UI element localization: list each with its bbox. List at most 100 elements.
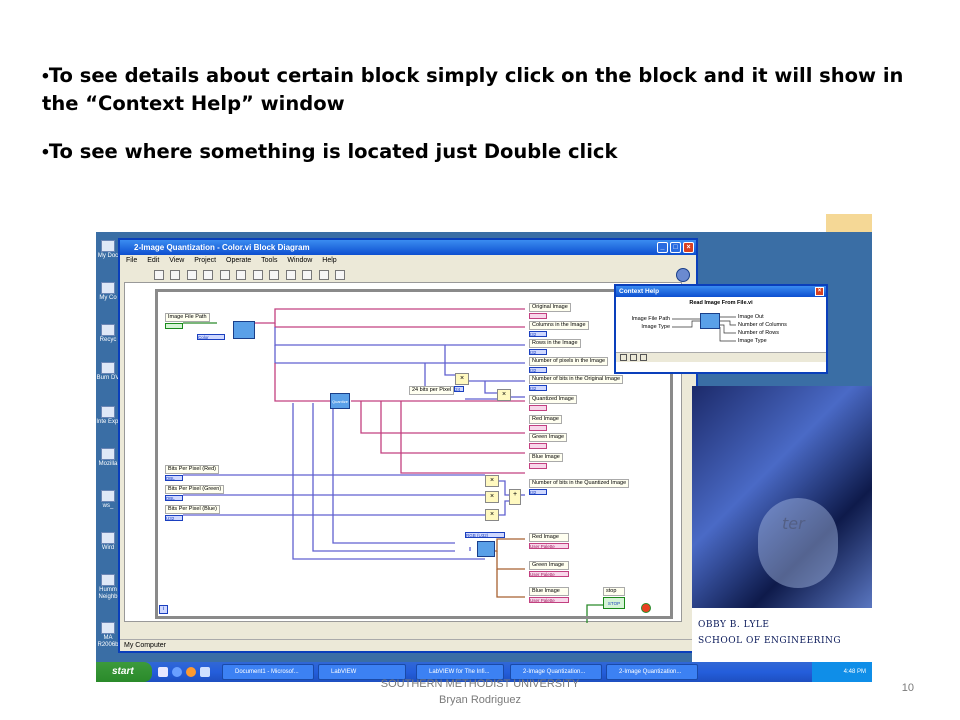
help-icon[interactable] — [640, 354, 647, 361]
quick-launch-icon[interactable] — [200, 667, 210, 677]
rgb-enum-control[interactable]: RGB (U32) — [465, 531, 505, 539]
u32-terminal[interactable]: U32 — [165, 515, 183, 521]
image-file-path-control[interactable]: Image File Path — [165, 313, 210, 331]
menu-project[interactable]: Project — [194, 257, 217, 264]
quick-launch-icon[interactable] — [186, 667, 196, 677]
close-button[interactable]: × — [815, 287, 824, 296]
menu-operate[interactable]: Operate — [226, 257, 252, 264]
pause-icon[interactable] — [203, 270, 214, 280]
output-indicator[interactable]: Quantized Image — [529, 395, 577, 413]
desktop-icon[interactable]: Mozilla — [96, 448, 120, 468]
i32-terminal[interactable]: I32 — [529, 489, 547, 495]
maximize-button[interactable]: □ — [670, 242, 681, 253]
desktop-icon[interactable]: Burn DV — [96, 362, 120, 382]
stop-button[interactable]: STOP — [603, 597, 625, 609]
distribute-icon[interactable] — [334, 270, 345, 280]
block-diagram[interactable]: Image File Path Color Bits Per Pixel (Re… — [124, 282, 682, 623]
menu-file[interactable]: File — [126, 257, 138, 264]
menu-tools[interactable]: Tools — [261, 257, 278, 264]
start-button[interactable]: start — [96, 662, 152, 682]
run-arrow-icon[interactable] — [154, 270, 164, 280]
link-icon[interactable] — [630, 354, 637, 361]
context-help-titlebar[interactable]: Context Help× — [616, 286, 826, 297]
multiply-node[interactable]: × — [455, 373, 469, 385]
menu-help[interactable]: Help — [322, 257, 337, 264]
rgb-enum-terminal[interactable]: RGB (U32) — [465, 532, 505, 538]
multiply-node[interactable]: × — [485, 475, 499, 487]
color-enum-terminal[interactable]: Color — [197, 334, 225, 340]
output-indicator[interactable]: Red Image — [529, 415, 562, 433]
output-indicator[interactable]: Original Image — [529, 303, 571, 321]
desktop-icon[interactable]: MA R2006b — [96, 622, 120, 649]
bits-green-control[interactable]: Bits Per Pixel (Green)DBL — [165, 485, 225, 502]
menu-window[interactable]: Window — [287, 257, 313, 264]
bits-blue-control[interactable]: Bits Per Pixel (Blue)U32 — [165, 505, 220, 522]
compound-add-node[interactable]: + — [509, 489, 521, 505]
quick-launch-icon[interactable] — [158, 667, 168, 677]
color-enum-control[interactable]: Color — [197, 333, 225, 341]
menu-edit[interactable]: Edit — [147, 257, 160, 264]
step-out-icon[interactable] — [285, 270, 296, 280]
clock[interactable]: 4:48 PM — [843, 669, 866, 675]
i32-terminal[interactable]: I32 — [529, 367, 547, 373]
minimize-button[interactable]: _ — [657, 242, 668, 253]
palette-terminal[interactable]: User Palette — [529, 543, 569, 549]
desktop-icon[interactable]: Wird — [96, 532, 120, 552]
desktop-icon[interactable]: My Co — [96, 282, 120, 302]
desktop-icon[interactable]: My Doc — [96, 240, 120, 260]
image-terminal[interactable] — [529, 313, 547, 319]
output-indicator[interactable]: Green Image — [529, 433, 568, 451]
abort-icon[interactable] — [186, 270, 197, 280]
loop-iteration-icon[interactable]: i — [159, 605, 168, 614]
desktop-icon[interactable]: Humm Neighb — [96, 574, 120, 601]
desktop-icon[interactable]: Recyc — [96, 324, 120, 344]
dbl-terminal[interactable]: DBL — [165, 475, 183, 481]
menu-view[interactable]: View — [169, 257, 185, 264]
while-loop-frame[interactable] — [155, 289, 673, 619]
output-indicator[interactable]: Blue Image — [529, 453, 563, 471]
read-image-node[interactable] — [233, 321, 255, 339]
palette-terminal[interactable]: User Palette — [529, 571, 569, 577]
constant-value[interactable]: 24 — [454, 386, 465, 392]
palette-terminal[interactable]: User Palette — [529, 597, 569, 603]
desktop-icon[interactable]: ws_ — [96, 490, 120, 510]
multiply-node[interactable]: × — [485, 491, 499, 503]
bits-red-control[interactable]: Bits Per Pixel (Red)DBL — [165, 465, 219, 482]
run-continuously-icon[interactable] — [170, 270, 181, 280]
desktop-icon[interactable]: Inte Expl — [96, 406, 120, 426]
i32-terminal[interactable]: I32 — [529, 385, 547, 391]
font-icon[interactable] — [302, 270, 313, 280]
highlight-icon[interactable] — [219, 270, 230, 280]
dbl-terminal[interactable]: DBL — [165, 495, 183, 501]
close-button[interactable]: × — [683, 242, 694, 253]
taskbar-item[interactable]: 2-Image Quantization... — [510, 664, 602, 680]
image-terminal[interactable] — [529, 425, 547, 431]
window-titlebar[interactable]: 2-Image Quantization - Color.vi Block Di… — [120, 240, 696, 255]
step-over-icon[interactable] — [269, 270, 280, 280]
multiply-node[interactable]: × — [497, 389, 511, 401]
step-into-icon[interactable] — [252, 270, 263, 280]
retain-wire-icon[interactable] — [236, 270, 247, 280]
image-terminal[interactable] — [529, 463, 547, 469]
loop-condition-icon[interactable] — [641, 603, 651, 613]
path-terminal[interactable] — [165, 323, 183, 329]
taskbar-item[interactable]: LabVIEW for The Infi... — [416, 664, 504, 680]
multiply-node[interactable]: × — [485, 509, 499, 521]
taskbar-item[interactable]: LabVIEW — [318, 664, 406, 680]
image-terminal[interactable] — [529, 443, 547, 449]
i32-terminal[interactable]: I32 — [529, 331, 547, 337]
quantize-node[interactable]: Quantize — [330, 393, 350, 409]
align-icon[interactable] — [318, 270, 329, 280]
taskbar-item[interactable]: 2-Image Quantization... — [606, 664, 698, 680]
quick-launch-icon[interactable] — [172, 667, 182, 677]
lock-icon[interactable] — [620, 354, 627, 361]
